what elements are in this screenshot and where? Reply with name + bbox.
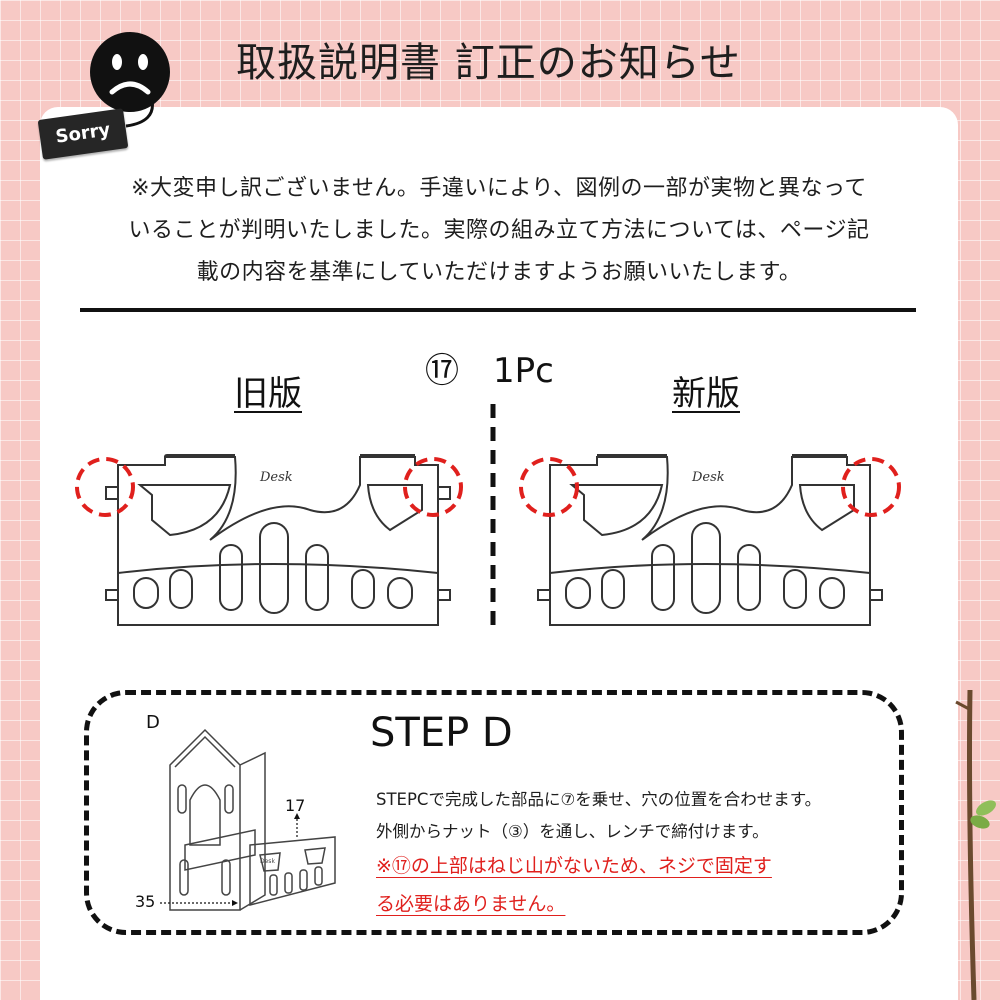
page-title: 取扱説明書 訂正のお知らせ [236,40,741,86]
new-version-label: 新版 [672,374,740,414]
content-card [40,107,958,1000]
highlight-circle-right [841,457,901,517]
step-d-box [84,690,904,935]
section-divider [80,308,916,312]
diagram-letter: D [146,712,160,733]
step-warning: る必要はありません。 [376,893,566,915]
old-panel-diagram: Desk [75,454,463,626]
step-title: STEP D [370,710,513,756]
old-version-label: 旧版 [234,374,302,414]
assembly-diagram: Desk [160,728,336,911]
apology-notice: ※大変申し訳ございません。手違いにより、図例の一部が実物と異なって いることが判… [84,168,914,294]
highlight-circle-right [403,457,463,517]
new-panel-diagram: Desk [519,454,901,626]
part-count-label: ⑰ 1Pc [425,351,554,391]
sad-face-icon [90,32,170,112]
dimension-label: 17 [285,796,306,815]
step-instruction: STEPCで完成した部品に⑦を乗せ、穴の位置を合わせます。 [376,790,822,809]
step-instruction: 外側からナット（③）を通し、レンチで締付けます。 [376,822,769,841]
branch-decoration-icon [955,690,996,1000]
notice-line: 載の内容を基準にしていただけますようお願いいたします。 [196,260,802,285]
notice-line: いることが判明いたしました。実際の組み立て方法については、ページ記 [128,218,870,243]
step-warning: ※⑰の上部はねじ山がないため、ネジで固定す [376,855,772,877]
dimension-label: 35 [135,892,156,911]
tag-string [125,99,154,128]
panel-desk-text: Desk [259,470,293,485]
notice-line: ※大変申し訳ございません。手違いにより、図例の一部が実物と異なって [131,176,867,201]
highlight-circle-left [75,457,135,517]
panel-desk-text: Desk [691,470,725,485]
svg-text:Desk: Desk [260,858,275,865]
center-dashed-divider [490,404,496,630]
highlight-circle-left [519,457,579,517]
